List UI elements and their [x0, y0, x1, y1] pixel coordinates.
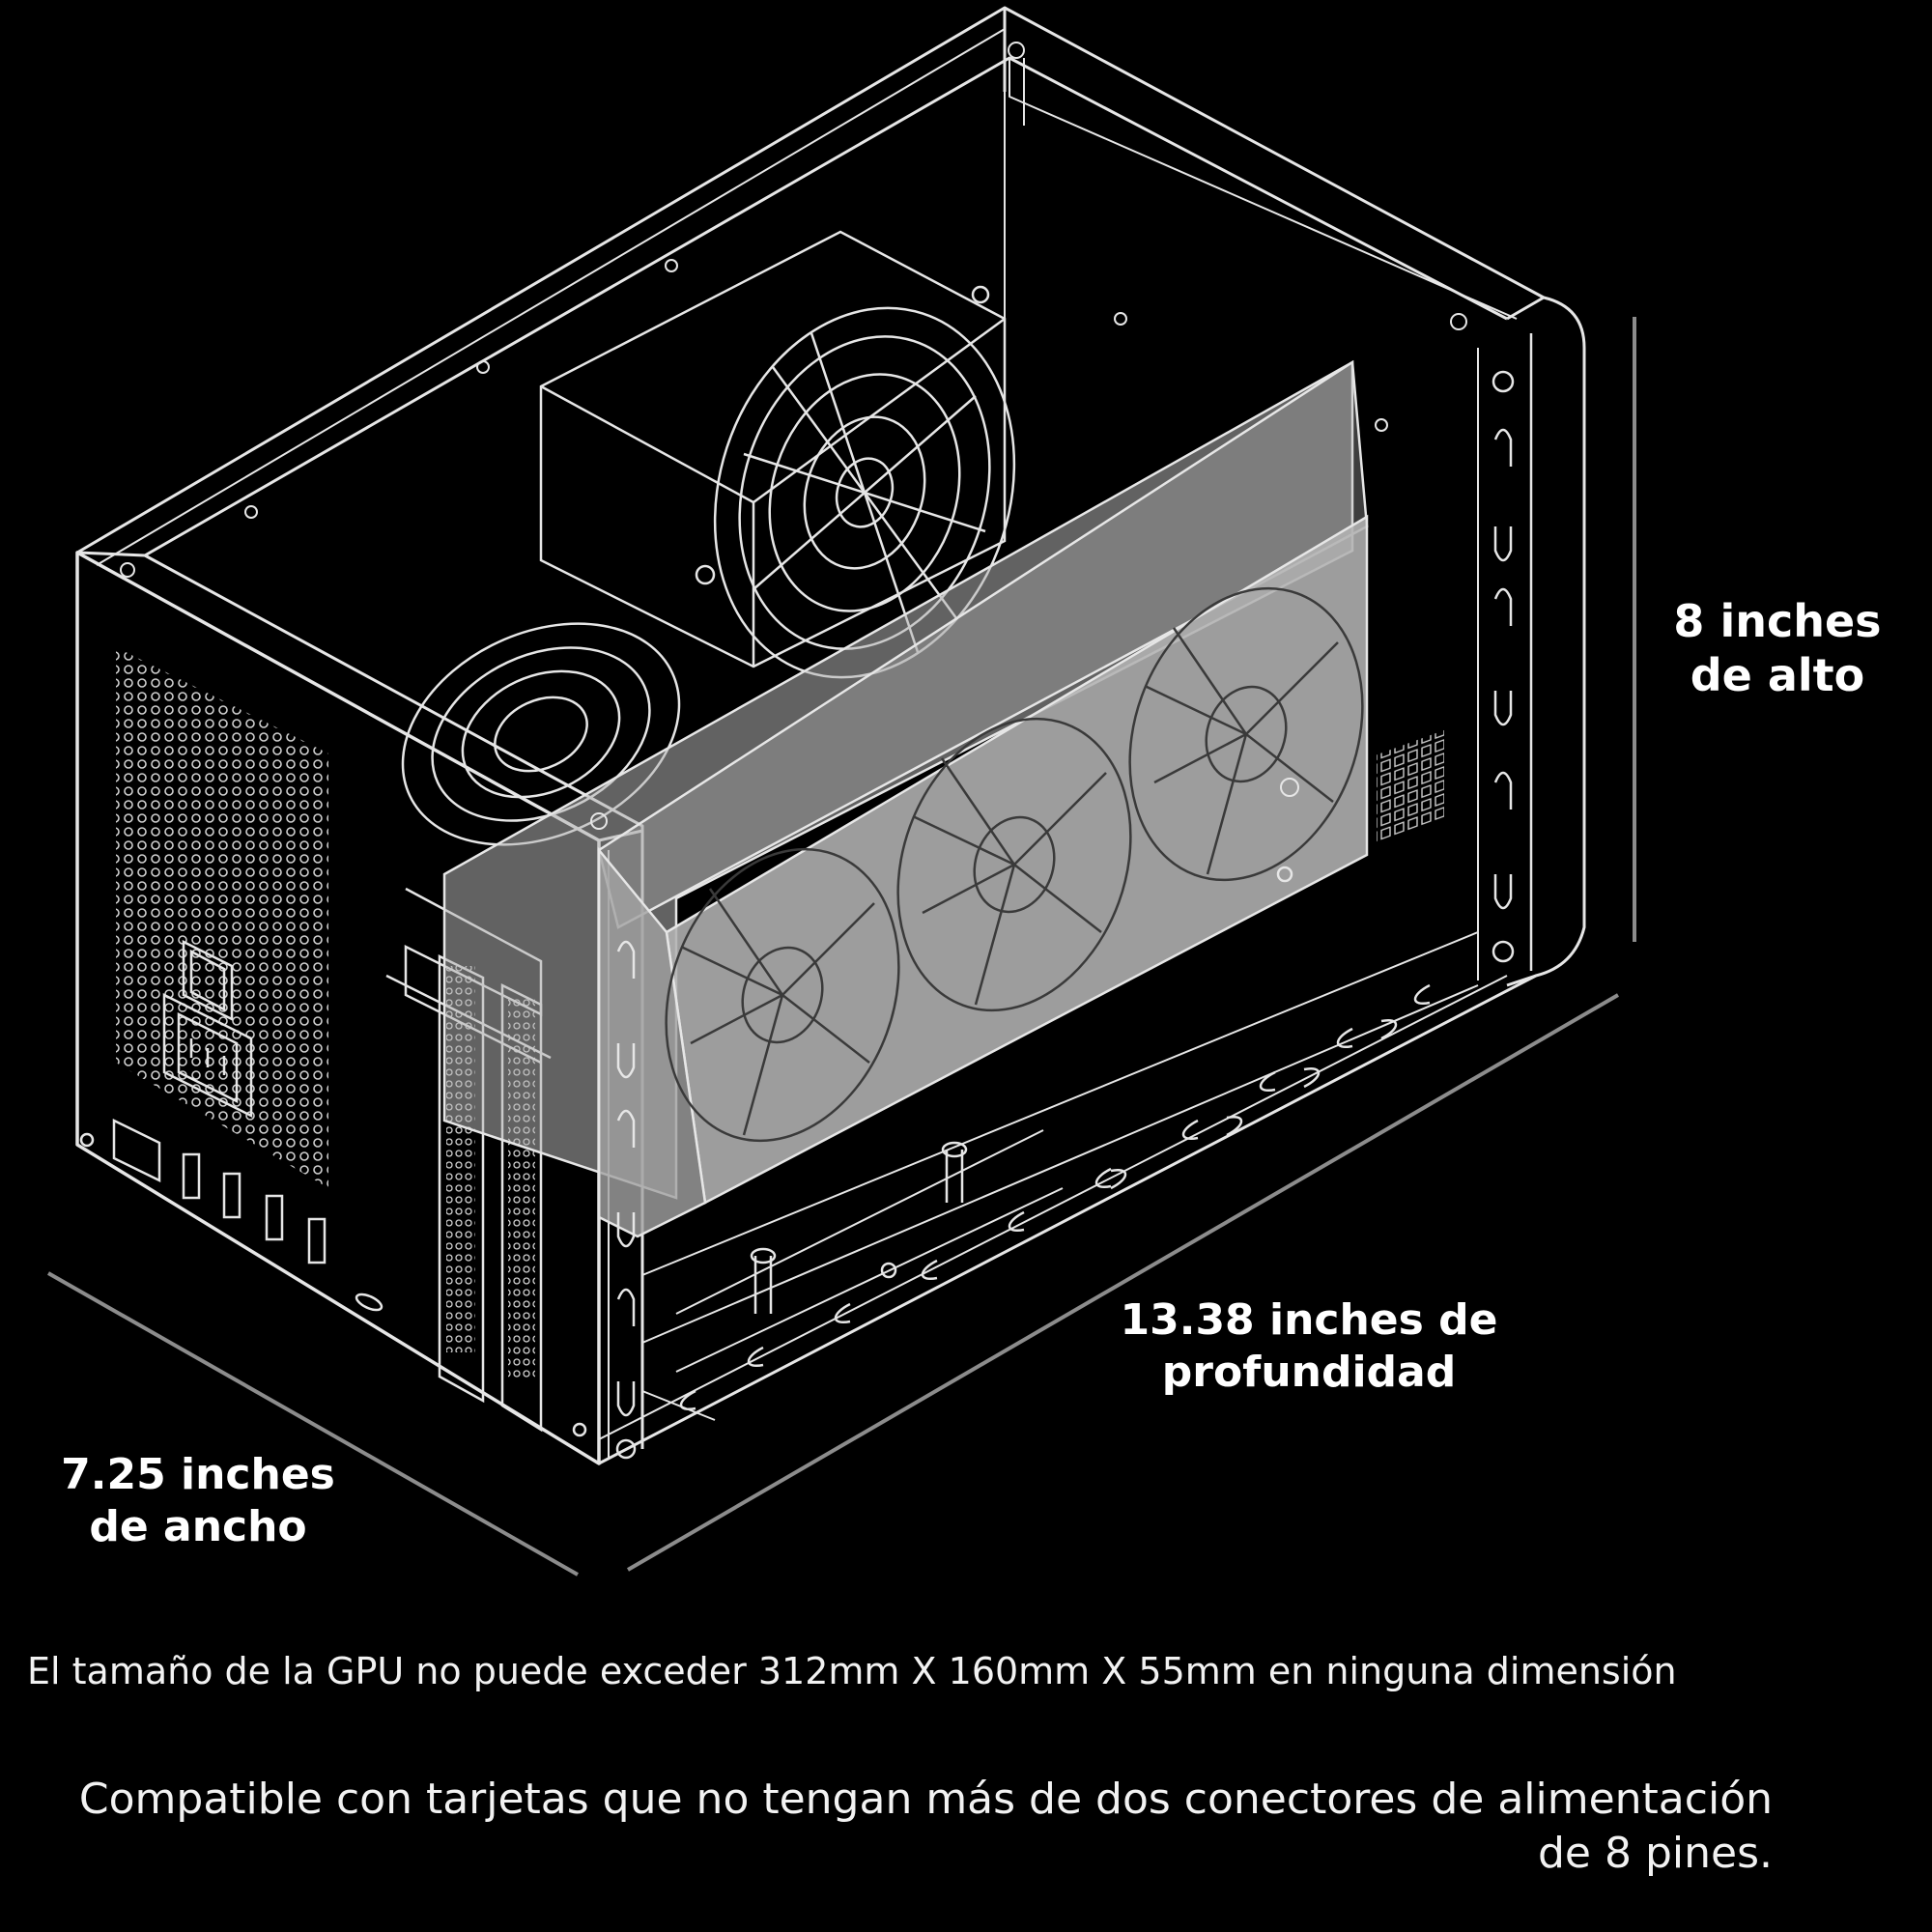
usb-port-icon [265, 1194, 284, 1241]
width-label-line1: 7.25 inches [61, 1450, 335, 1499]
cable-slots [615, 370, 1515, 1460]
depth-dimension-line [626, 993, 1620, 1572]
usb-port-icon [222, 1172, 242, 1219]
gpu-fan-icon [665, 847, 900, 1143]
ethernet-port-icon [112, 1118, 161, 1183]
width-dimension-label: 7.25 inches de ancho [39, 1449, 357, 1552]
gpu-fan-icon [896, 717, 1132, 1012]
frame-screws [120, 42, 1467, 578]
dimension-lines [47, 317, 1636, 1577]
gpu-fans [665, 586, 1364, 1143]
standoffs [750, 866, 1293, 1314]
gpu-fan-icon [1128, 586, 1364, 882]
usb-port-icon [307, 1217, 327, 1264]
power-switch-icon [182, 939, 234, 1022]
power-inlet-icon [162, 992, 253, 1119]
gpu-card [442, 359, 1369, 1238]
depth-label-line1: 13.38 inches de [1120, 1295, 1498, 1345]
side-vent [1377, 729, 1444, 842]
width-label-line2: de ancho [89, 1501, 307, 1551]
height-label-line1: 8 inches [1673, 595, 1882, 647]
usb-port-icon [182, 1152, 201, 1200]
io-ports [79, 1118, 587, 1437]
gpu-size-note: El tamaño de la GPU no puede exceder 312… [27, 1650, 1677, 1692]
depth-dimension-label: 13.38 inches de profundidad [1101, 1294, 1517, 1398]
usbc-port-icon [355, 1293, 384, 1312]
depth-label-line2: profundidad [1161, 1347, 1457, 1397]
compatibility-note-line1: Compatible con tarjetas que no tengan má… [78, 1775, 1773, 1824]
width-dimension-line [47, 1271, 579, 1577]
rail-slots [679, 983, 1431, 1411]
compatibility-note: Compatible con tarjetas que no tengan má… [10, 1773, 1773, 1881]
psu-vent-grille [116, 647, 328, 1188]
height-label-line2: de alto [1690, 649, 1865, 702]
height-dimension-label: 8 inches de alto [1642, 594, 1913, 702]
compatibility-note-line2: de 8 pines. [1538, 1828, 1773, 1878]
